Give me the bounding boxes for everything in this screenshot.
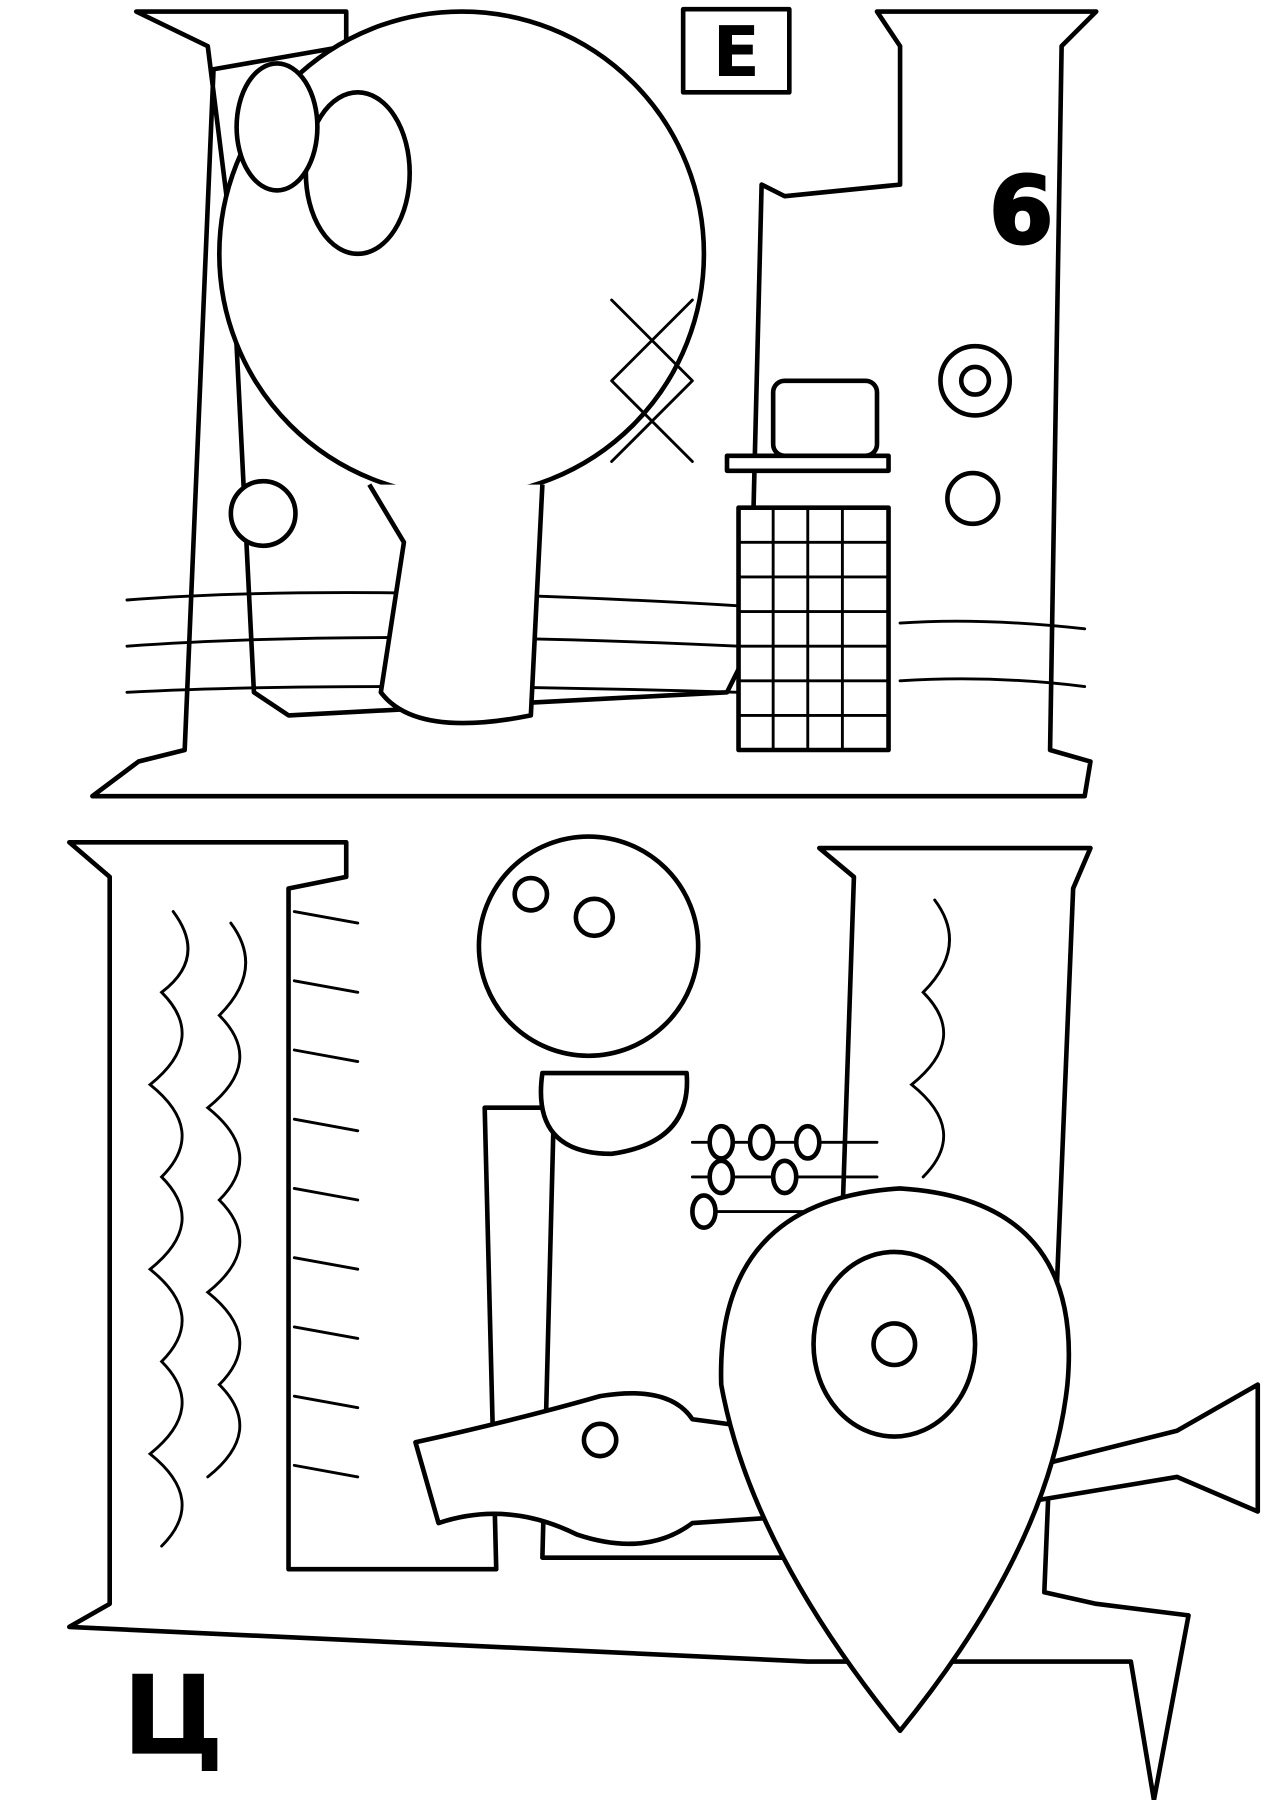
small-letter-e-box: Е bbox=[680, 6, 792, 95]
detective-figure bbox=[724, 378, 891, 753]
small-letter-ts: Ц bbox=[122, 1652, 224, 1780]
boy-figure bbox=[476, 834, 701, 1157]
svg-text:6: 6 bbox=[989, 156, 1053, 264]
svg-text:Ц: Ц bbox=[122, 1652, 224, 1780]
svg-text:Е: Е bbox=[713, 13, 760, 93]
shield-drop bbox=[718, 1186, 1072, 1734]
gear-icon bbox=[938, 343, 1012, 418]
balloon bbox=[217, 9, 1001, 726]
abacus bbox=[690, 1123, 879, 1230]
